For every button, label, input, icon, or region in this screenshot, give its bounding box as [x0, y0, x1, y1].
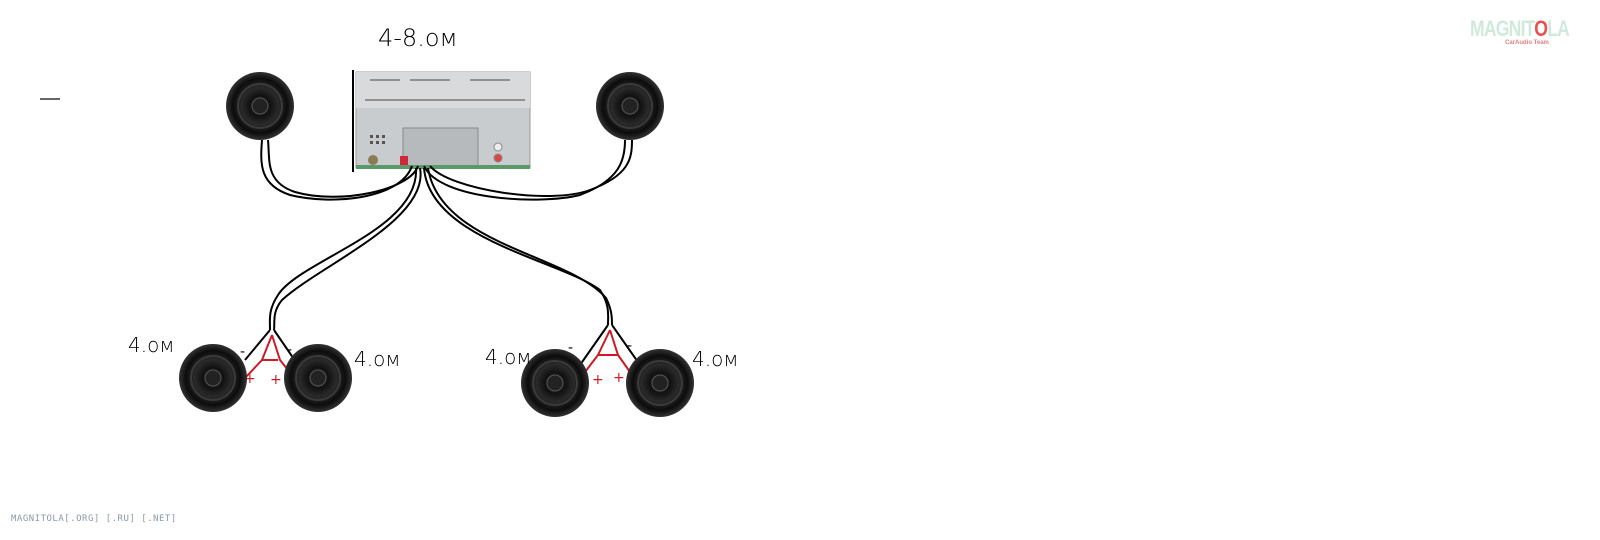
- impedance-title: 4-8.ом: [378, 24, 458, 52]
- polarity-marks: - - - - + + + +: [240, 338, 632, 388]
- front-left-speaker: [225, 71, 295, 141]
- front-right-speaker: [595, 71, 665, 141]
- svg-text:-: -: [287, 342, 292, 358]
- rear-right-speaker-2: [625, 348, 695, 418]
- speaker-impedance-label: 4.ом: [128, 333, 174, 357]
- speaker-impedance-label: 4.ом: [354, 347, 400, 371]
- head-unit-image: [352, 70, 531, 172]
- rear-left-speaker-2: [283, 343, 353, 413]
- footer-watermark: MAGNITOLA[.ORG] [.RU] [.NET]: [11, 514, 177, 524]
- speaker-impedance-label: 4.ом: [485, 345, 531, 369]
- svg-text:+: +: [592, 372, 604, 388]
- svg-text:-: -: [627, 338, 632, 354]
- positive-wires: [244, 329, 631, 379]
- rear-left-speaker-1: [178, 343, 248, 413]
- speaker-wires: [244, 139, 641, 366]
- svg-text:+: +: [613, 370, 625, 386]
- svg-text:-: -: [568, 340, 573, 356]
- svg-text:-: -: [240, 344, 245, 360]
- svg-text:+: +: [244, 371, 256, 387]
- speaker-impedance-label: 4.ом: [692, 347, 738, 371]
- svg-text:+: +: [270, 372, 282, 388]
- magnitola-logo: MAGNITOLA CarAudio Team: [1470, 16, 1570, 46]
